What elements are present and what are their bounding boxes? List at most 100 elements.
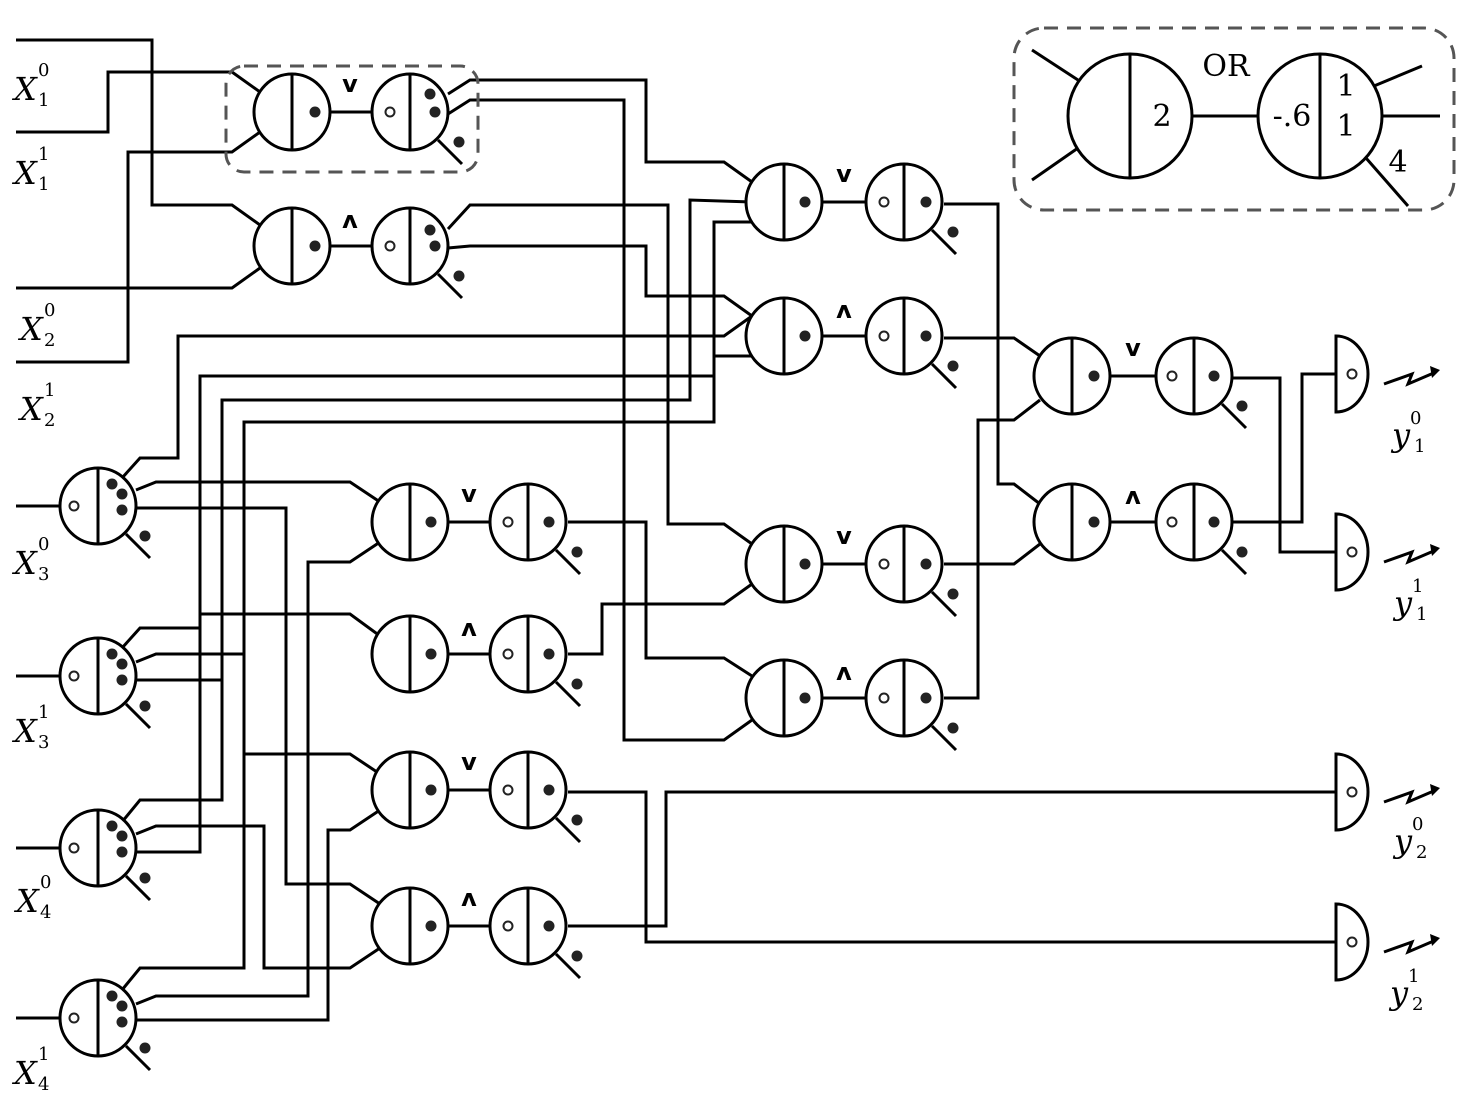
output-emitters bbox=[1334, 334, 1440, 982]
wire-and2-to-y20 bbox=[568, 790, 1336, 928]
gate-and-final: ʌ bbox=[1032, 482, 1248, 576]
or-gate-highlight-box bbox=[224, 64, 480, 174]
svg-text:1: 1 bbox=[1416, 604, 1427, 625]
svg-text:4: 4 bbox=[40, 902, 51, 923]
wires bbox=[16, 38, 1336, 1022]
svg-text:1: 1 bbox=[38, 702, 49, 723]
wire-x3-0-up bbox=[120, 314, 753, 480]
wire-x1-0-to-and bbox=[16, 38, 261, 227]
svg-text:2: 2 bbox=[44, 330, 55, 351]
wire-x2-1-to-or bbox=[16, 130, 261, 364]
decoder-x3-1 bbox=[58, 636, 152, 730]
wire-b1and-to-and-mid bbox=[447, 244, 753, 318]
svg-text:y: y bbox=[1390, 416, 1411, 454]
svg-text:y: y bbox=[1392, 584, 1413, 622]
op-and-label: ʌ bbox=[1125, 482, 1141, 510]
wire-x3-1-and1 bbox=[136, 612, 381, 682]
wire-x4-0-up bbox=[120, 198, 753, 823]
svg-text:1: 1 bbox=[38, 1044, 49, 1065]
wire-b1or-to-and-bottom bbox=[447, 98, 753, 742]
svg-text:X: X bbox=[13, 882, 40, 920]
gate-or-x1x2: v bbox=[252, 70, 465, 166]
wire-m1-to-and3 bbox=[944, 202, 1041, 506]
svg-text:0: 0 bbox=[38, 534, 49, 555]
svg-text:2: 2 bbox=[1412, 994, 1423, 1015]
emitter-y1-0 bbox=[1334, 334, 1440, 414]
signal-arrow-icon bbox=[1383, 788, 1437, 805]
legend-weight-mid: 1 bbox=[1336, 109, 1355, 144]
wire-x1-1-to-or bbox=[16, 70, 261, 134]
wire-x4-1-up bbox=[120, 354, 752, 991]
svg-text:0: 0 bbox=[1410, 408, 1421, 429]
decoder-x3-0 bbox=[58, 466, 152, 560]
signal-arrow-icon bbox=[1383, 370, 1437, 387]
label-x2-1: X 1 2 bbox=[17, 380, 55, 431]
label-x2-0: X 0 2 bbox=[17, 300, 55, 351]
emitter-y2-0 bbox=[1334, 752, 1440, 832]
gate-and-mid-2: ʌ bbox=[744, 658, 959, 752]
svg-text:y: y bbox=[1392, 822, 1413, 860]
gate-or-x3x4-1: v bbox=[370, 480, 583, 576]
svg-text:2: 2 bbox=[44, 410, 55, 431]
legend-threshold-right: -.6 bbox=[1273, 99, 1312, 134]
label-x3-0: X 0 3 bbox=[11, 534, 49, 585]
svg-text:y: y bbox=[1388, 974, 1409, 1012]
gate-or-x3x4-2: v bbox=[370, 748, 583, 844]
wire-x3-0-or1 bbox=[135, 480, 381, 504]
svg-text:3: 3 bbox=[38, 564, 49, 585]
svg-text:2: 2 bbox=[1416, 842, 1427, 863]
op-and-label: ʌ bbox=[461, 614, 477, 642]
wire-or2-to-y21 bbox=[568, 790, 1336, 944]
wire-or1-to-and-b bbox=[568, 520, 753, 678]
gate-or-final: v bbox=[1032, 334, 1248, 430]
svg-text:1: 1 bbox=[1408, 966, 1419, 987]
signal-arrow-icon bbox=[1383, 938, 1437, 955]
label-x1-0: X 0 1 bbox=[11, 60, 49, 111]
wire-m3-to-and3 bbox=[944, 542, 1041, 566]
svg-text:1: 1 bbox=[44, 380, 55, 401]
svg-text:X: X bbox=[11, 544, 38, 582]
wire-b1or-to-mid bbox=[447, 78, 753, 184]
legend-or-gate: OR 2 -.6 1 1 4 bbox=[1012, 26, 1456, 212]
svg-text:4: 4 bbox=[38, 1074, 49, 1095]
label-x4-0: X 0 4 bbox=[13, 872, 51, 923]
svg-text:X: X bbox=[11, 154, 38, 192]
legend-weight-top: 1 bbox=[1336, 69, 1355, 104]
wire-m2-to-or3 bbox=[944, 336, 1041, 358]
gate-and-x3x4-1: ʌ bbox=[370, 614, 583, 708]
label-y1-1: y 1 1 bbox=[1392, 576, 1427, 625]
label-y2-0: y 0 2 bbox=[1392, 814, 1427, 863]
svg-text:X: X bbox=[17, 390, 44, 428]
wire-m4-to-or3 bbox=[944, 398, 1041, 700]
op-or-label: v bbox=[836, 522, 852, 550]
gate-and-x3x4-2: ʌ bbox=[370, 884, 583, 980]
wire-x3-1-up bbox=[120, 220, 752, 650]
op-or-label: v bbox=[342, 70, 358, 98]
op-or-label: v bbox=[1125, 334, 1141, 362]
svg-text:1: 1 bbox=[38, 144, 49, 165]
svg-text:1: 1 bbox=[38, 90, 49, 111]
op-or-label: v bbox=[461, 748, 477, 776]
wire-and3-to-y10 bbox=[1232, 372, 1336, 524]
svg-text:0: 0 bbox=[1412, 814, 1423, 835]
svg-text:3: 3 bbox=[38, 732, 49, 753]
gate-and-mid-1: ʌ bbox=[744, 296, 959, 390]
op-and-label: ʌ bbox=[461, 884, 477, 912]
gate-and-x1x2: ʌ bbox=[252, 206, 465, 300]
label-x3-1: X 1 3 bbox=[11, 702, 49, 753]
gates: v ʌ v ʌ bbox=[252, 70, 1248, 980]
legend-weight-out: 4 bbox=[1388, 145, 1407, 180]
svg-text:1: 1 bbox=[38, 174, 49, 195]
wire-x4-1-or1 bbox=[135, 540, 381, 1006]
wire-x4-1-or2 bbox=[136, 808, 381, 1022]
wire-x3-0-and2 bbox=[136, 506, 381, 906]
svg-text:1: 1 bbox=[1414, 436, 1425, 457]
input-labels: X 0 1 X 1 1 X 0 2 X 1 2 X 0 3 X 1 3 bbox=[11, 60, 55, 1095]
svg-text:0: 0 bbox=[44, 300, 55, 321]
svg-text:X: X bbox=[11, 1054, 38, 1092]
signal-arrow-icon bbox=[1383, 548, 1437, 565]
op-and-label: ʌ bbox=[342, 206, 358, 234]
label-x1-1: X 1 1 bbox=[11, 144, 49, 195]
decoder-x4-0 bbox=[58, 808, 152, 902]
